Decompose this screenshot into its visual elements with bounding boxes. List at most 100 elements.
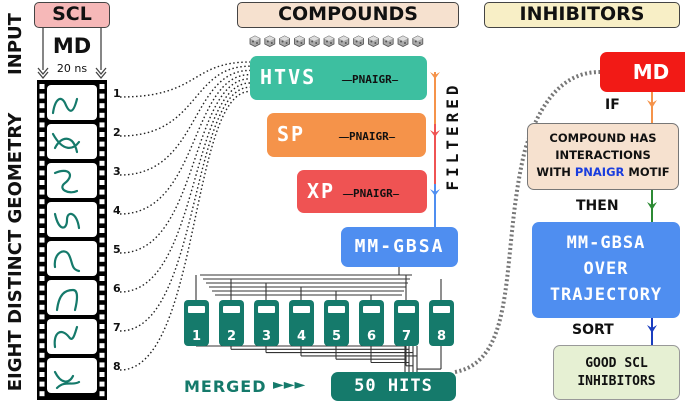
frame-connector (119, 69, 251, 176)
sp-label: SP (277, 122, 306, 146)
if-label: IF (605, 97, 620, 113)
sort-arrow-icon (647, 325, 657, 333)
bin-number: 4 (296, 329, 307, 344)
film-hole (99, 189, 105, 195)
film-hole (39, 208, 45, 214)
film-hole (39, 189, 45, 195)
film-hole (99, 93, 105, 99)
bin-slot (433, 306, 450, 313)
film-hole (99, 304, 105, 310)
bin-slot (223, 306, 240, 313)
film-frames (47, 85, 97, 393)
film-hole (39, 199, 45, 205)
condition-line-2: INTERACTIONS (555, 148, 651, 162)
compound-icon (249, 35, 261, 47)
frame-connector (119, 61, 251, 98)
hits-to-md-connector (454, 70, 601, 374)
film-hole (99, 314, 105, 320)
film-frame (47, 163, 97, 198)
film-hole (39, 112, 45, 118)
film-hole (99, 237, 105, 243)
good-inhibitors-box: GOOD SCL INHIBITORS (553, 345, 680, 400)
film-hole (99, 132, 105, 137)
film-hole (39, 352, 45, 358)
compound-icon (264, 35, 276, 47)
bin: 2 (219, 300, 244, 346)
condition-line-3: WITH PNAIGR MOTIF (536, 165, 670, 179)
film-hole (39, 237, 45, 243)
film-hole (39, 84, 45, 89)
bin-slot (363, 306, 380, 313)
hits-box: 50 HITS (331, 372, 456, 401)
sort-label: SORT (572, 322, 614, 338)
film-hole (99, 199, 105, 205)
bin: 6 (359, 300, 384, 346)
film-holes-right (99, 84, 105, 397)
protein-geometry-icon (53, 370, 81, 390)
film-hole (99, 208, 105, 214)
film-hole (39, 324, 45, 329)
compounds-header: COMPOUNDS (237, 2, 459, 28)
film-holes-left (39, 84, 45, 397)
good-line-2: INHIBITORS (577, 374, 656, 389)
frame-number: 2 (113, 126, 121, 139)
film-hole (39, 180, 45, 185)
bin: 8 (429, 300, 454, 346)
trajectory-line-2: OVER (583, 259, 629, 279)
then-arrow-icon (647, 202, 657, 210)
film-hole (39, 276, 45, 281)
film-hole (39, 160, 45, 166)
compound-icon (323, 35, 335, 47)
frame-connector (119, 82, 251, 293)
film-hole (99, 180, 105, 185)
htvs-label: HTVS (260, 65, 317, 89)
film-hole (99, 247, 105, 253)
trajectory-box: MM-GBSA OVER TRAJECTORY (532, 222, 680, 318)
film-hole (99, 160, 105, 166)
film-hole (99, 228, 105, 233)
xp-box: XP PNAIGR (297, 170, 427, 213)
film-hole (99, 352, 105, 358)
bin-number: 2 (226, 329, 237, 344)
filter-arrow-red-icon (430, 130, 440, 137)
htvs-box: HTVS PNAIGR (250, 56, 427, 100)
frame-connector (119, 90, 251, 371)
film-hole (39, 285, 45, 291)
protein-geometry-icon (51, 97, 79, 115)
film-hole (99, 372, 105, 377)
film-hole (39, 132, 45, 137)
frame-connector (119, 78, 251, 254)
film-hole (39, 103, 45, 109)
frame-number: 8 (113, 360, 121, 373)
film-frame (47, 241, 97, 276)
film-hole (99, 343, 105, 349)
frame-number: 4 (113, 204, 121, 217)
film-hole (99, 381, 105, 387)
film-hole (99, 103, 105, 109)
film-frame (47, 358, 97, 393)
bin: 4 (289, 300, 314, 346)
film-hole (39, 314, 45, 320)
compound-icon (367, 35, 379, 47)
bin-number: 7 (401, 329, 412, 344)
trajectory-line-3: TRAJECTORY (549, 285, 663, 305)
compound-icon (353, 35, 365, 47)
xp-motif-label: PNAIGR (342, 187, 400, 200)
bin-number: 6 (366, 329, 377, 344)
film-hole (99, 84, 105, 89)
compound-icon (338, 35, 350, 47)
frame-connectors (119, 61, 251, 371)
film-hole (39, 93, 45, 99)
protein-geometry-icon (51, 132, 81, 154)
bin-number: 5 (331, 329, 342, 344)
film-hole (99, 256, 105, 262)
film-hole (39, 218, 45, 224)
film-hole (39, 122, 45, 128)
film-hole (99, 112, 105, 118)
film-hole (99, 151, 105, 157)
md-input-label: MD (52, 34, 92, 58)
bin-slot (398, 306, 415, 313)
film-hole (39, 170, 45, 176)
film-hole (99, 122, 105, 128)
film-hole (39, 266, 45, 272)
